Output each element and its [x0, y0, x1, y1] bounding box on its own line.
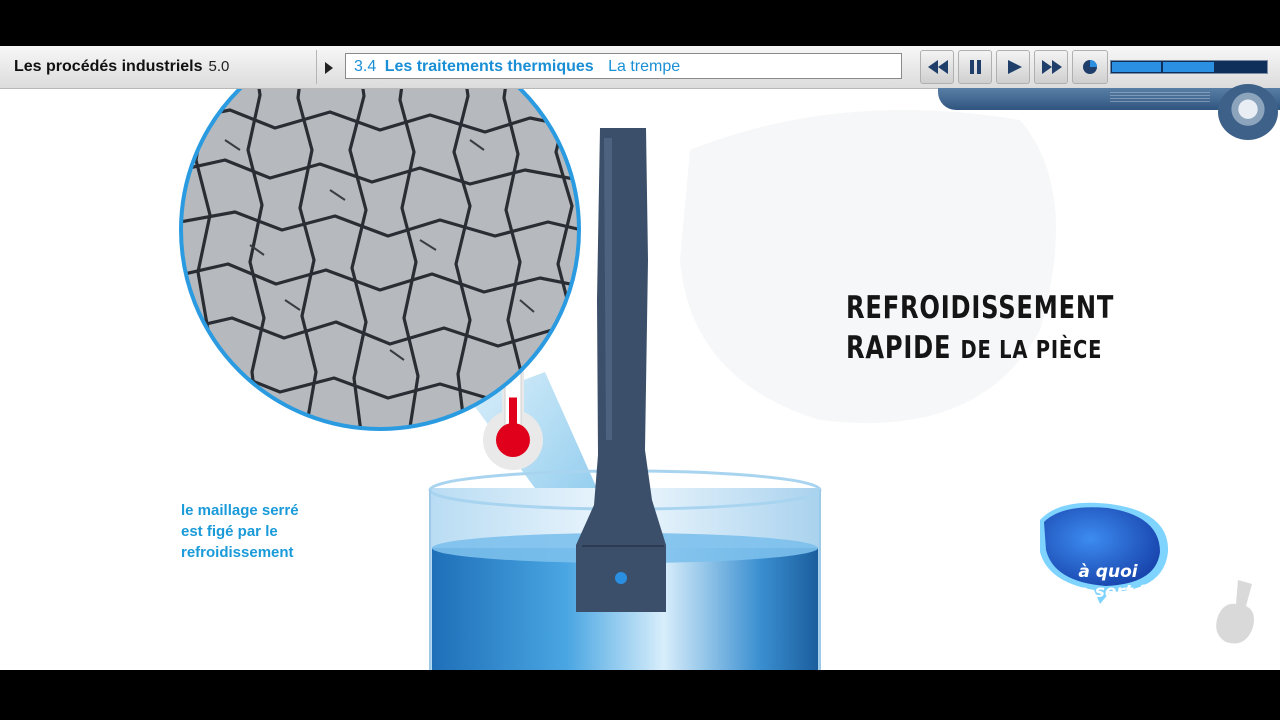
toolbar-divider — [316, 50, 317, 84]
course-version: 5.0 — [208, 58, 230, 75]
chapter-menu-arrow-icon[interactable] — [325, 62, 333, 74]
headline-line-2: RAPIDE DE LA PIÈCE — [846, 328, 1114, 370]
speaker-icon[interactable] — [1218, 84, 1278, 140]
headline: REFROIDISSEMENT RAPIDE DE LA PIÈCE — [846, 288, 1114, 370]
grain-magnifier — [179, 46, 581, 431]
fast-forward-icon — [1042, 60, 1062, 74]
caption-line: refroidissement — [181, 544, 294, 561]
thermometer-fill — [509, 397, 517, 440]
fast-forward-button[interactable] — [1034, 50, 1068, 84]
steel-piece — [576, 128, 666, 612]
content-stage: le maillage serré est figé par le refroi… — [0, 46, 1280, 670]
progress-bar[interactable] — [1110, 60, 1268, 74]
chapter-selector[interactable]: 3.4 Les traitements thermiques La trempe — [345, 53, 902, 79]
badge-line-2: ça sert ? — [1067, 582, 1149, 602]
badge-label[interactable]: à quoi ça sert ? — [1048, 562, 1168, 602]
badge-line-1: à quoi — [1078, 562, 1138, 582]
rewind-icon — [928, 60, 948, 74]
volume-icon — [1083, 60, 1097, 74]
caption-line: le maillage serré — [181, 502, 299, 519]
caption-line: est figé par le — [181, 523, 278, 540]
progress-fill — [1112, 62, 1214, 72]
pause-button[interactable] — [958, 50, 992, 84]
player-toolbar: Les procédés industriels 5.0 3.4 Les trai… — [0, 46, 1280, 89]
speaker-grille — [1110, 92, 1210, 104]
volume-button[interactable] — [1072, 50, 1108, 84]
play-button[interactable] — [996, 50, 1030, 84]
logo-watermark — [1216, 580, 1254, 644]
caption-text: le maillage serré est figé par le refroi… — [181, 500, 381, 563]
a-quoi-ca-sert-badge[interactable] — [1040, 502, 1169, 604]
headline-rest: DE LA PIÈCE — [960, 335, 1103, 364]
play-icon — [1008, 60, 1022, 74]
headline-line-1: REFROIDISSEMENT — [846, 290, 1115, 326]
chapter-number: 3.4 — [354, 58, 377, 75]
course-title: Les procédés industriels 5.0 — [14, 58, 229, 76]
bg-blob — [680, 110, 1056, 424]
chapter-subtitle: La trempe — [608, 58, 681, 75]
progress-marker — [1161, 61, 1163, 73]
pause-icon — [970, 60, 981, 74]
illustration — [179, 46, 1254, 670]
course-name: Les procédés industriels — [14, 58, 203, 75]
rewind-button[interactable] — [920, 50, 954, 84]
chapter-title: Les traitements thermiques — [384, 58, 594, 75]
headline-bold-word: RAPIDE — [846, 330, 952, 366]
